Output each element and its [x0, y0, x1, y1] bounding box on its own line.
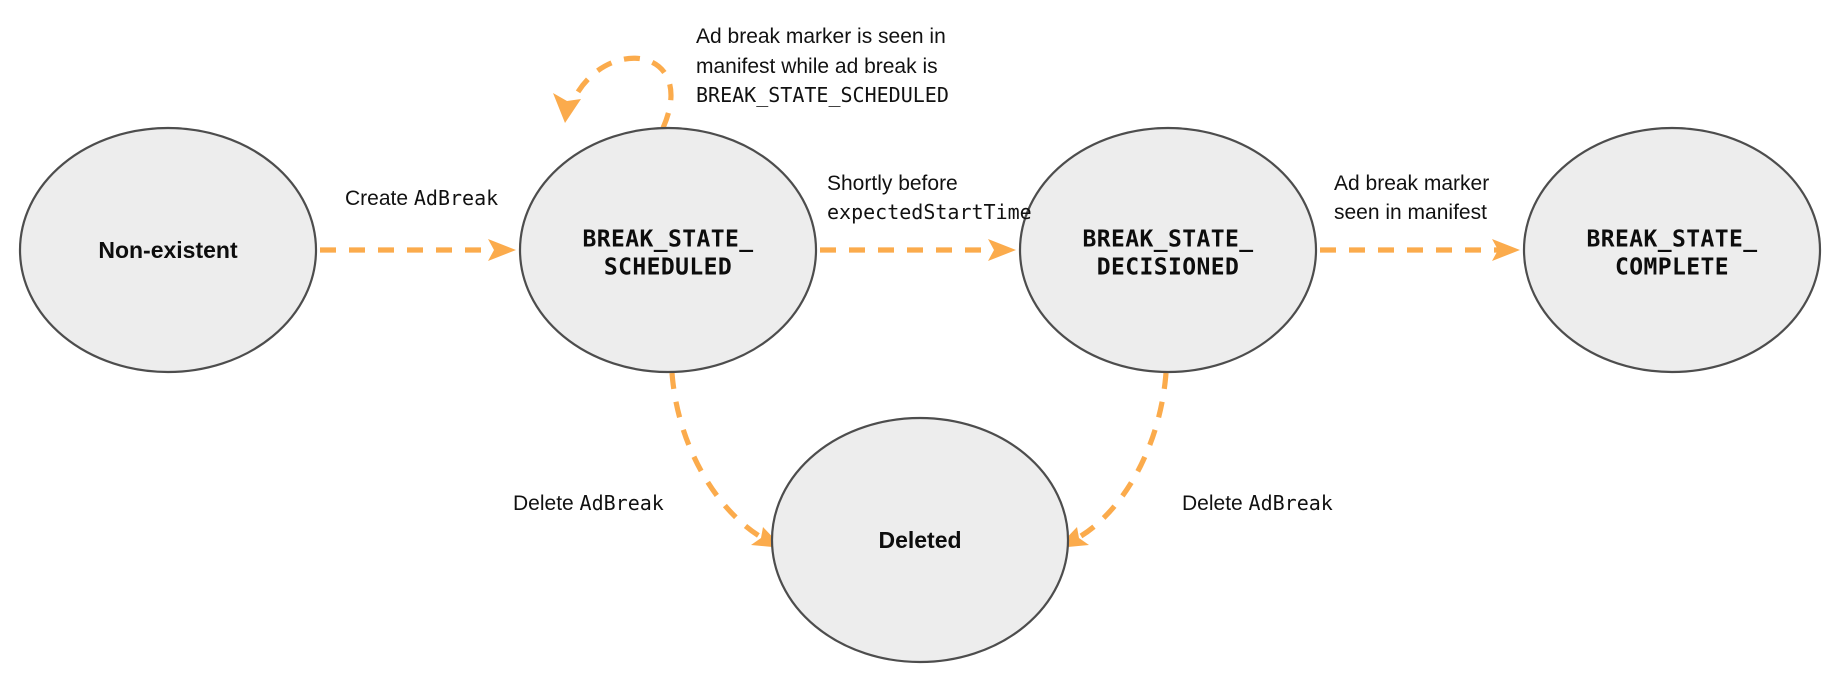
node-break-state-scheduled-shape[interactable]: [518, 126, 818, 374]
node-deleted-label: Deleted: [878, 527, 961, 553]
edge-label-create-adbreak-type: AdBreak: [414, 186, 498, 210]
edge-label-scheduled-to-deleted: Delete AdBreak: [513, 491, 664, 515]
edge-scheduled-self-loop-line: [567, 55, 674, 130]
node-non-existent[interactable]: Non-existent: [18, 126, 318, 374]
edge-label-scheduled-to-decisioned: Shortly before expectedStartTime: [827, 172, 1032, 224]
node-break-state-complete[interactable]: BREAK_STATE_ COMPLETE: [1522, 126, 1822, 374]
edge-label-decisioned-to-deleted-verb: Delete: [1182, 492, 1249, 515]
edge-scheduled-to-deleted-line: [669, 372, 768, 543]
edge-label-decisioned-to-deleted-type: AdBreak: [1249, 491, 1333, 515]
node-break-state-scheduled-label-line2: SCHEDULED: [604, 255, 732, 281]
edge-label-decisioned-to-complete: Ad break marker seen in manifest: [1334, 172, 1489, 224]
node-break-state-decisioned-label-line1: BREAK_STATE_: [1083, 227, 1254, 253]
edge-create-adbreak-arrowhead: [488, 239, 516, 261]
edge-label-create-adbreak-verb: Create: [345, 187, 414, 210]
edge-scheduled-self-loop-arrowhead: [553, 93, 581, 123]
node-break-state-decisioned[interactable]: BREAK_STATE_ DECISIONED: [1018, 126, 1318, 374]
edge-label-decisioned-to-complete-line2: seen in manifest: [1334, 201, 1487, 224]
node-deleted-shape[interactable]: [770, 416, 1070, 664]
node-deleted[interactable]: Deleted: [770, 416, 1070, 664]
edge-label-scheduled-to-decisioned-line1: Shortly before: [827, 172, 958, 195]
edge-decisioned-to-complete: [1320, 239, 1520, 261]
edge-label-scheduled-to-decisioned-line2: expectedStartTime: [827, 200, 1032, 224]
edge-label-scheduled-self-loop-line2: manifest while ad break is: [696, 55, 938, 78]
node-non-existent-shape[interactable]: [18, 126, 318, 374]
edge-label-scheduled-to-deleted-verb: Delete: [513, 492, 580, 515]
edge-label-decisioned-to-complete-line1: Ad break marker: [1334, 172, 1489, 195]
edge-label-scheduled-to-deleted-type: AdBreak: [580, 491, 664, 515]
edge-decisioned-to-deleted: [1057, 372, 1169, 548]
node-break-state-scheduled[interactable]: BREAK_STATE_ SCHEDULED: [518, 126, 818, 374]
edge-scheduled-self-loop: [553, 55, 674, 130]
node-break-state-decisioned-label-line2: DECISIONED: [1097, 255, 1239, 281]
edge-label-scheduled-self-loop-line3: BREAK_STATE_SCHEDULED: [696, 83, 949, 107]
node-break-state-scheduled-label-line1: BREAK_STATE_: [583, 227, 754, 253]
edge-label-decisioned-to-deleted: Delete AdBreak: [1182, 491, 1333, 515]
edge-scheduled-to-deleted: [669, 372, 783, 548]
node-non-existent-label: Non-existent: [98, 237, 238, 263]
node-break-state-complete-label-line1: BREAK_STATE_: [1587, 227, 1758, 253]
edge-scheduled-to-decisioned: [820, 239, 1016, 261]
edge-decisioned-to-complete-arrowhead: [1492, 239, 1520, 261]
edge-decisioned-to-deleted-line: [1072, 372, 1169, 543]
node-break-state-complete-shape[interactable]: [1522, 126, 1822, 374]
node-break-state-complete-label-line2: COMPLETE: [1615, 255, 1729, 281]
edge-label-scheduled-self-loop: Ad break marker is seen in manifest whil…: [696, 25, 949, 107]
node-break-state-decisioned-shape[interactable]: [1018, 126, 1318, 374]
edge-scheduled-to-decisioned-arrowhead: [988, 239, 1016, 261]
edge-label-create-adbreak: Create AdBreak: [345, 186, 498, 210]
edge-label-scheduled-self-loop-line1: Ad break marker is seen in: [696, 25, 946, 48]
edge-create-adbreak: [320, 239, 516, 261]
